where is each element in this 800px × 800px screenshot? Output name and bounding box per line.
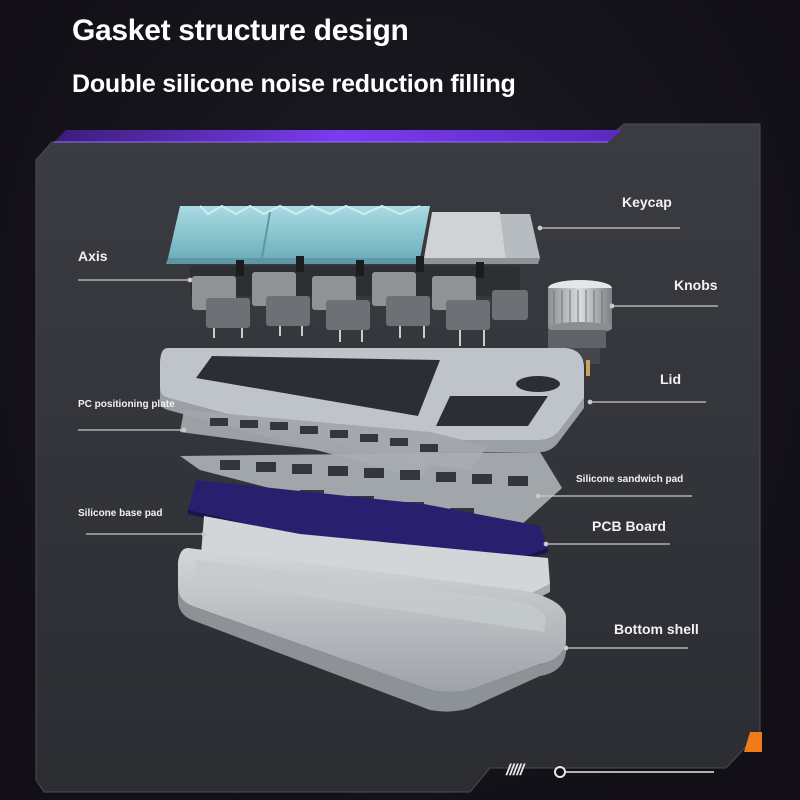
label-pc-positioning-plate: PC positioning plate: [78, 399, 175, 410]
purple-accent-bar: [54, 130, 622, 142]
switches-row: [190, 256, 528, 346]
orange-corner-accent: [744, 732, 762, 752]
leader-lines: [78, 225, 718, 651]
label-silicone-sandwich-pad: Silicone sandwich pad: [576, 474, 684, 485]
keycaps-row: [166, 204, 540, 264]
label-keycap: Keycap: [622, 194, 672, 210]
label-axis: Axis: [78, 248, 108, 264]
label-pcb-board: PCB Board: [592, 518, 666, 534]
label-silicone-base-pad: Silicone base pad: [78, 508, 163, 519]
knob: [548, 280, 612, 376]
label-bottom-shell: Bottom shell: [614, 621, 699, 637]
label-lid: Lid: [660, 371, 681, 387]
footer-slider-decoration: [554, 766, 714, 778]
page-title: Gasket structure design: [72, 14, 409, 47]
bottom-shell: [178, 548, 566, 712]
label-knobs: Knobs: [674, 277, 718, 293]
footer-slashes: /////: [506, 762, 524, 779]
page-subtitle: Double silicone noise reduction filling: [72, 70, 516, 98]
